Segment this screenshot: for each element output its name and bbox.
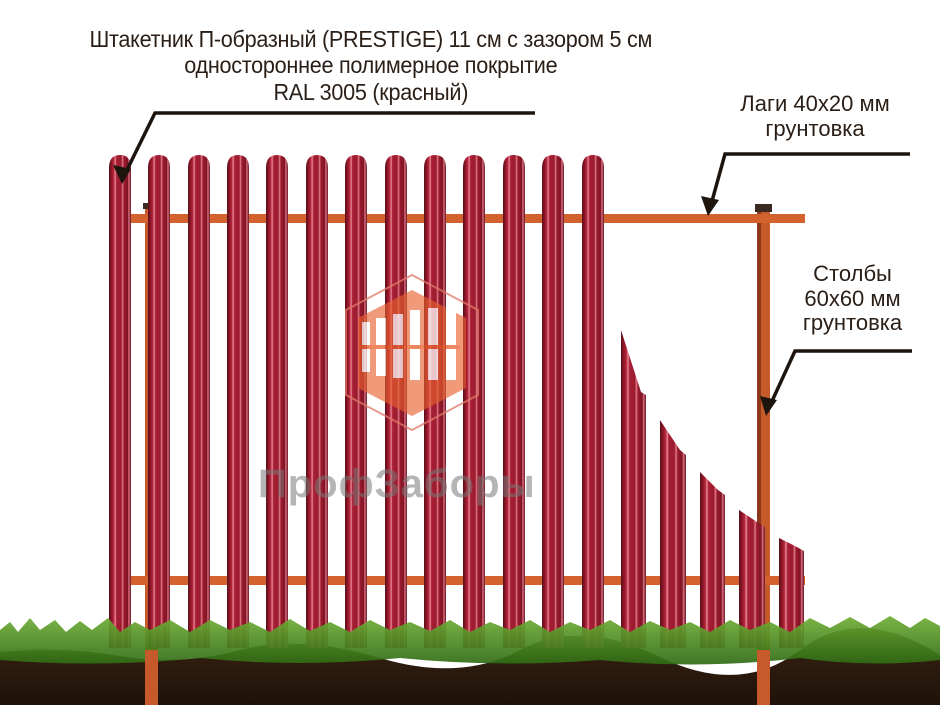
hexagon-fence-logo-icon bbox=[345, 273, 479, 432]
rails-callout-line2: грунтовка bbox=[765, 115, 865, 141]
brand-watermark: ПрофЗаборы bbox=[258, 462, 536, 506]
grass-layer bbox=[0, 616, 940, 665]
picket-callout-label: Штакетник П-образный (PRESTIGE) 11 см с … bbox=[49, 26, 693, 105]
picket-callout-line1: Штакетник П-образный (PRESTIGE) 11 см с … bbox=[89, 26, 653, 52]
rails-callout-line1: Лаги 40x20 мм bbox=[740, 91, 890, 116]
picket-callout-line2: одностороннее полимерное покрытие bbox=[184, 52, 558, 79]
posts-callout-line2: 60x60 мм bbox=[804, 285, 901, 311]
cut-pickets bbox=[621, 330, 804, 648]
soil-layer bbox=[0, 628, 940, 705]
posts-callout-label: Столбы 60x60 мм грунтовка bbox=[770, 261, 935, 336]
posts-callout-line3: грунтовка bbox=[802, 310, 903, 336]
callout-lines bbox=[120, 111, 912, 413]
picket-callout-line3: RAL 3005 (красный) bbox=[273, 78, 469, 105]
full-pickets bbox=[109, 155, 604, 648]
rails-callout-label: Лаги 40x20 мм грунтовка bbox=[700, 91, 930, 141]
callout-arrowheads bbox=[113, 165, 777, 416]
posts-callout-line1: Столбы bbox=[813, 261, 892, 286]
